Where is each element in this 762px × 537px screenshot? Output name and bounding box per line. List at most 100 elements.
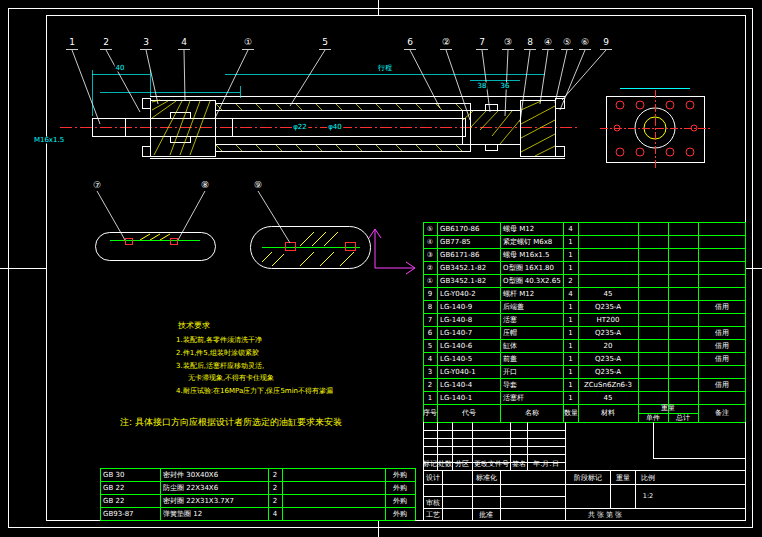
- cylinder-section: [215, 144, 470, 145]
- leader-lines: [561, 49, 573, 50]
- title-block-grid: [635, 470, 636, 508]
- title-block-grid: [423, 520, 745, 521]
- title-block-text: 批准: [479, 511, 493, 518]
- title-block-text: 标准化: [476, 474, 497, 481]
- title-block-text: 共 张 第 张: [588, 511, 622, 518]
- table-cell: 外购: [393, 511, 407, 518]
- table-header: 序号: [423, 410, 437, 417]
- table-cell: 密封件 30X40X6: [163, 472, 218, 479]
- table-cell: ⑤: [427, 226, 433, 233]
- purchased-table-grid: [100, 481, 415, 482]
- table-header: 代号: [462, 410, 476, 417]
- leader-lines: [146, 50, 158, 104]
- leader-lines: [66, 49, 78, 50]
- notes-line: 2.件1,件5,组装时涂锁紧胶: [176, 350, 259, 357]
- sheet-frame: [9, 9, 753, 528]
- cylinder-section: [152, 100, 555, 156]
- sheet-frame: [378, 0, 379, 16]
- parts-table-grid: [423, 378, 745, 379]
- parts-table-grid: [423, 404, 745, 405]
- leader-lines: [440, 49, 452, 50]
- parts-table-grid: [423, 287, 745, 288]
- callout-number: ③: [504, 38, 512, 47]
- leader-lines: [555, 50, 567, 103]
- cylinder-section: [216, 145, 462, 151]
- callout-number: 9: [603, 38, 609, 47]
- title-block-text: 比例: [641, 474, 655, 481]
- title-block-text: 阶段标记: [574, 474, 602, 481]
- table-cell: GB77-85: [440, 239, 471, 246]
- table-cell: 1: [428, 395, 432, 402]
- table-header: 材料: [601, 410, 615, 417]
- cylinder-section: [470, 80, 520, 81]
- table-cell: 7: [428, 317, 432, 324]
- title-block-grid: [423, 430, 565, 431]
- leader-lines: [579, 49, 591, 50]
- table-cell: 20: [604, 343, 613, 350]
- dimension-text: 40: [115, 65, 126, 72]
- cylinder-section: [556, 147, 565, 157]
- cylinder-section: [215, 110, 470, 111]
- parts-table-grid: [423, 326, 745, 327]
- ucs-icon: [369, 229, 415, 274]
- table-cell: 45: [604, 395, 613, 402]
- table-cell: 2: [273, 498, 277, 505]
- detail-views: [251, 227, 371, 269]
- title-block-grid: [653, 458, 745, 459]
- title-block-text: 更改文件号: [474, 461, 509, 468]
- table-cell: 借用: [715, 356, 729, 363]
- table-cell: GB3452.1-82: [440, 265, 486, 272]
- table-header: 名称: [525, 410, 539, 417]
- title-block-grid: [500, 470, 501, 520]
- sheet-frame: [47, 16, 746, 521]
- table-cell: ④: [427, 239, 433, 246]
- leader-lines: [215, 50, 248, 118]
- cylinder-section: [92, 70, 545, 116]
- ucs-icon: [406, 262, 415, 274]
- notes-line: 1.装配前,各零件须清洗干净: [176, 337, 262, 344]
- table-cell: LG-140-9: [440, 304, 472, 311]
- cylinder-section: [150, 158, 565, 159]
- callout-number: 6: [407, 38, 413, 47]
- purchased-table-grid: [415, 468, 416, 520]
- cylinder-section: [556, 99, 565, 109]
- table-cell: 螺母 M12: [503, 226, 534, 233]
- table-cell: GB 30: [103, 472, 124, 479]
- table-cell: 1: [568, 265, 572, 272]
- end-view: [616, 101, 624, 109]
- cylinder-section: [463, 111, 520, 144]
- parts-table-grid: [578, 222, 579, 422]
- table-cell: 密封圈 22X31X3.7X7: [163, 498, 234, 505]
- cylinder-section: [150, 96, 565, 97]
- notes-line: 4.耐压试验:在16MPa压力下,保压5min不得有渗漏: [176, 388, 333, 395]
- cylinder-section: [92, 74, 150, 75]
- callout-number: 4: [181, 38, 187, 47]
- title-block-grid: [423, 438, 565, 439]
- parts-table-grid: [437, 222, 438, 422]
- leader-lines: [560, 50, 585, 110]
- dimension-text: 36: [500, 83, 511, 90]
- title-block-text: 1:2: [643, 493, 653, 500]
- table-header: 总计: [676, 415, 690, 422]
- title-block-grid: [423, 496, 565, 497]
- table-cell: ①: [427, 278, 433, 285]
- purchased-table-grid: [282, 468, 283, 520]
- cylinder-section: [225, 74, 545, 75]
- cylinder-section: [93, 119, 233, 137]
- table-cell: GB93-87: [103, 511, 134, 518]
- table-cell: 弹簧垫圈 12: [163, 511, 202, 518]
- end-view: [666, 148, 674, 156]
- leader-lines: [404, 49, 416, 50]
- table-cell: ③: [427, 252, 433, 259]
- end-view: [655, 90, 656, 168]
- parts-table-grid: [423, 391, 745, 392]
- notes-heading: 技术要求: [178, 322, 210, 330]
- table-cell: 4: [568, 291, 572, 298]
- callout-number: ⑤: [563, 38, 571, 47]
- title-block-grid: [423, 508, 745, 509]
- cylinder-section: [60, 127, 580, 128]
- notes-line: 无卡滞现象,不得有卡住现象: [188, 375, 274, 382]
- leader-lines: [100, 49, 112, 50]
- callout-number: ④: [544, 38, 552, 47]
